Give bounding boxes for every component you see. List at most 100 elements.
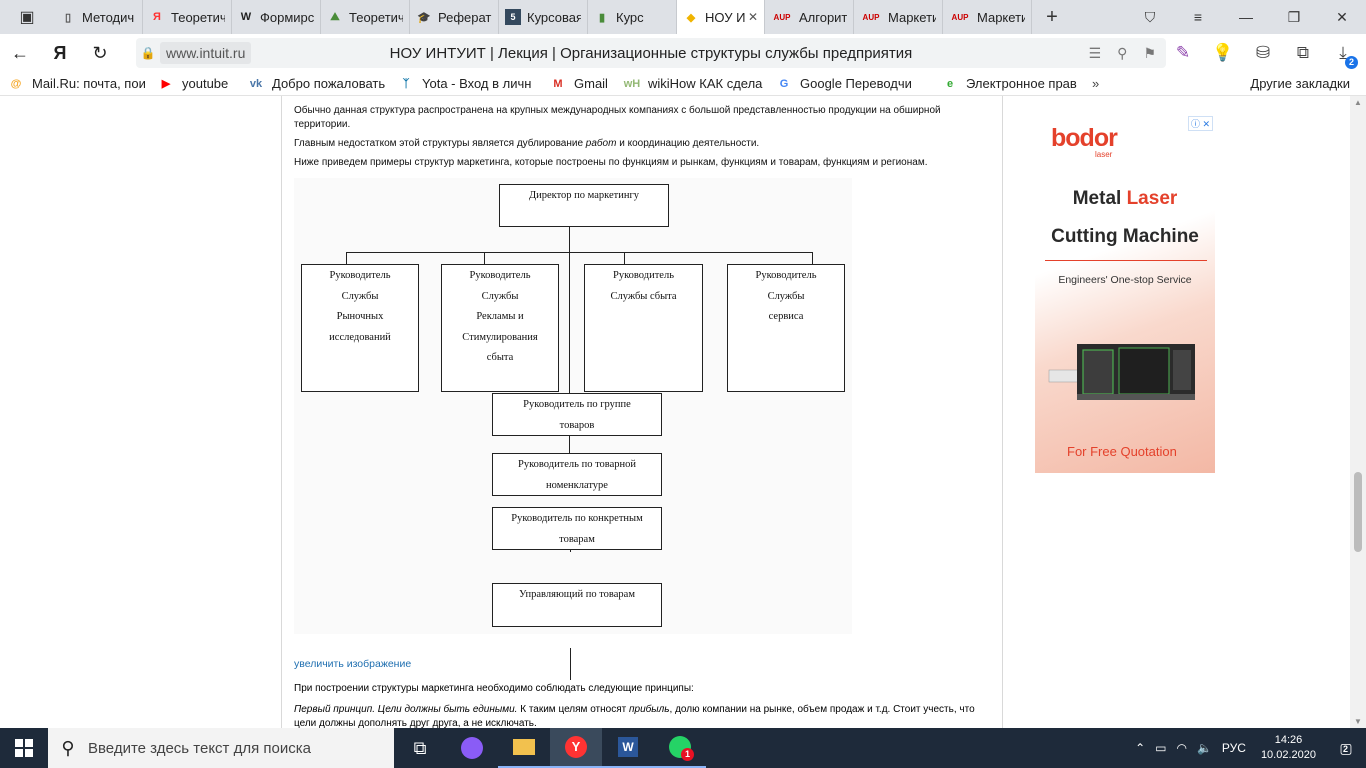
tab-label: Реферат bbox=[438, 9, 492, 25]
pen-icon[interactable]: ✎ bbox=[1175, 43, 1191, 62]
tab-label: Теоретич bbox=[349, 9, 403, 25]
tab-8[interactable]: ◆НОУ И✕ bbox=[677, 0, 765, 34]
tab-close-icon[interactable]: ✕ bbox=[747, 10, 758, 24]
clock[interactable]: 14:26 10.02.2020 bbox=[1251, 733, 1326, 763]
bookmark-label: Google Переводчи bbox=[800, 76, 912, 91]
tab-7[interactable]: ▮Курс bbox=[588, 0, 677, 34]
other-bookmarks-button[interactable]: Другие закладки bbox=[1250, 76, 1350, 91]
bookmark-item[interactable]: @Mail.Ru: почта, пои bbox=[0, 76, 150, 92]
alice-assistant-icon[interactable] bbox=[446, 728, 498, 768]
close-button[interactable]: ✕ bbox=[1336, 8, 1348, 25]
restore-button[interactable]: ❐ bbox=[1287, 8, 1301, 25]
clock-time: 14:26 bbox=[1274, 734, 1303, 746]
aup-icon: AUP bbox=[951, 12, 969, 22]
tabs-panel-icon[interactable]: ▣ bbox=[19, 9, 35, 26]
ad-cta-button[interactable]: For Free Quotation bbox=[1067, 444, 1177, 459]
address-bar[interactable]: 🔒 www.intuit.ru НОУ ИНТУИТ | Лекция | Ор… bbox=[136, 38, 1166, 68]
tab-1[interactable]: ▯Методич bbox=[54, 0, 143, 34]
scrollbar-thumb[interactable] bbox=[1354, 472, 1362, 552]
address-toolbar: ← Я ↻ 🔒 www.intuit.ru НОУ ИНТУИТ | Лекци… bbox=[0, 34, 1366, 72]
vk-icon: vk bbox=[249, 77, 263, 90]
bookmark-item[interactable]: ▶youtube bbox=[150, 76, 240, 92]
url-domain[interactable]: www.intuit.ru bbox=[160, 42, 252, 64]
youtube-icon: ▶ bbox=[161, 78, 171, 90]
text-span: Главным недостатком этой структуры являе… bbox=[294, 138, 586, 149]
page-scrollbar[interactable]: ▲ ▼ bbox=[1350, 96, 1366, 728]
back-button[interactable]: ← bbox=[11, 42, 29, 63]
diagram-box-line: товарам bbox=[559, 533, 595, 545]
diagram-box-line: Руководитель bbox=[755, 270, 817, 281]
aup-icon: AUP bbox=[862, 12, 880, 22]
enlarge-image-link[interactable]: увеличить изображение bbox=[294, 658, 412, 670]
volume-icon[interactable]: 🔈 bbox=[1196, 741, 1212, 755]
tab-5[interactable]: 🎓Реферат bbox=[410, 0, 499, 34]
yandex-home-icon[interactable]: Я bbox=[53, 42, 67, 63]
downloads-icon[interactable]: ⤓2 bbox=[1330, 43, 1358, 69]
new-tab-button[interactable]: + bbox=[1046, 5, 1058, 28]
reload-button[interactable]: ↻ bbox=[92, 42, 108, 63]
tab-label: Курсовая bbox=[527, 9, 581, 25]
lock-icon[interactable]: 🔒 bbox=[140, 46, 156, 60]
disk-icon[interactable]: ⛁ bbox=[1255, 43, 1271, 62]
downloads-badge: 2 bbox=[1345, 56, 1358, 69]
diagram-box-line: Службы bbox=[341, 290, 379, 302]
bookmark-panel-icon[interactable]: ⛉ bbox=[1144, 8, 1156, 25]
tab-10[interactable]: AUP Маркети bbox=[854, 0, 943, 34]
reader-mode-icon[interactable]: ☰ bbox=[1088, 44, 1102, 61]
diagram-box-line: Стимулирования bbox=[462, 331, 538, 343]
task-view-icon[interactable]: ⧉ bbox=[413, 737, 427, 758]
diagram-line bbox=[346, 252, 812, 253]
whatsapp-icon[interactable]: 1 bbox=[654, 728, 706, 768]
content-divider-right bbox=[1002, 96, 1003, 728]
scroll-down-arrow-icon[interactable]: ▼ bbox=[1354, 717, 1362, 726]
extension-icon[interactable]: ⧉ bbox=[1296, 43, 1310, 62]
diagram-line bbox=[346, 252, 347, 264]
bookmarks-overflow-button[interactable]: » bbox=[1092, 76, 1100, 91]
bookmark-label: Gmail bbox=[574, 76, 608, 91]
tab-label: Маркети bbox=[888, 9, 936, 25]
taskbar-search-box[interactable]: ⚲ Введите здесь текст для поиска bbox=[48, 728, 394, 768]
italic-text: прибыль bbox=[629, 704, 670, 715]
scroll-up-arrow-icon[interactable]: ▲ bbox=[1354, 98, 1362, 107]
battery-icon[interactable]: ▭ bbox=[1155, 741, 1167, 755]
notifications-icon[interactable]: ▢2 bbox=[1339, 739, 1353, 756]
diagram-line bbox=[624, 252, 625, 264]
tab-6[interactable]: 5 Курсовая bbox=[499, 0, 588, 34]
yandex-browser-icon[interactable]: Y bbox=[550, 728, 602, 768]
language-indicator[interactable]: РУС bbox=[1221, 741, 1246, 755]
content-divider-left bbox=[281, 96, 282, 728]
diagram-line bbox=[569, 226, 570, 490]
tab-4[interactable]: ⛰Теоретич bbox=[321, 0, 410, 34]
file-explorer-icon[interactable] bbox=[498, 728, 550, 768]
aup-icon: AUP bbox=[773, 12, 791, 22]
diagram-box-line: Рыночных bbox=[336, 311, 384, 322]
diagram-box-line: номенклатуре bbox=[546, 479, 608, 491]
wifi-icon[interactable]: ◠ bbox=[1176, 741, 1187, 755]
bulb-icon[interactable]: 💡 bbox=[1212, 43, 1234, 62]
5b-icon: 5 bbox=[505, 9, 521, 25]
advertisement-banner[interactable]: ⓘ ✕ bodor laser Metal Laser Cutting Mach… bbox=[1035, 114, 1215, 473]
ad-choices-icon[interactable]: ⓘ ✕ bbox=[1187, 116, 1213, 131]
menu-icon[interactable]: ≡ bbox=[1193, 9, 1203, 25]
tray-overflow-icon[interactable]: ⌃ bbox=[1135, 741, 1146, 755]
translate-icon[interactable]: ⚲ bbox=[1117, 44, 1128, 61]
word-icon[interactable]: W bbox=[602, 728, 654, 768]
egov-icon: e bbox=[946, 77, 954, 90]
bookmark-icon[interactable]: ⚑ bbox=[1143, 44, 1156, 61]
ad-headline-part: Metal bbox=[1072, 188, 1127, 209]
minimize-button[interactable]: — bbox=[1239, 9, 1253, 25]
start-button[interactable] bbox=[0, 728, 48, 768]
